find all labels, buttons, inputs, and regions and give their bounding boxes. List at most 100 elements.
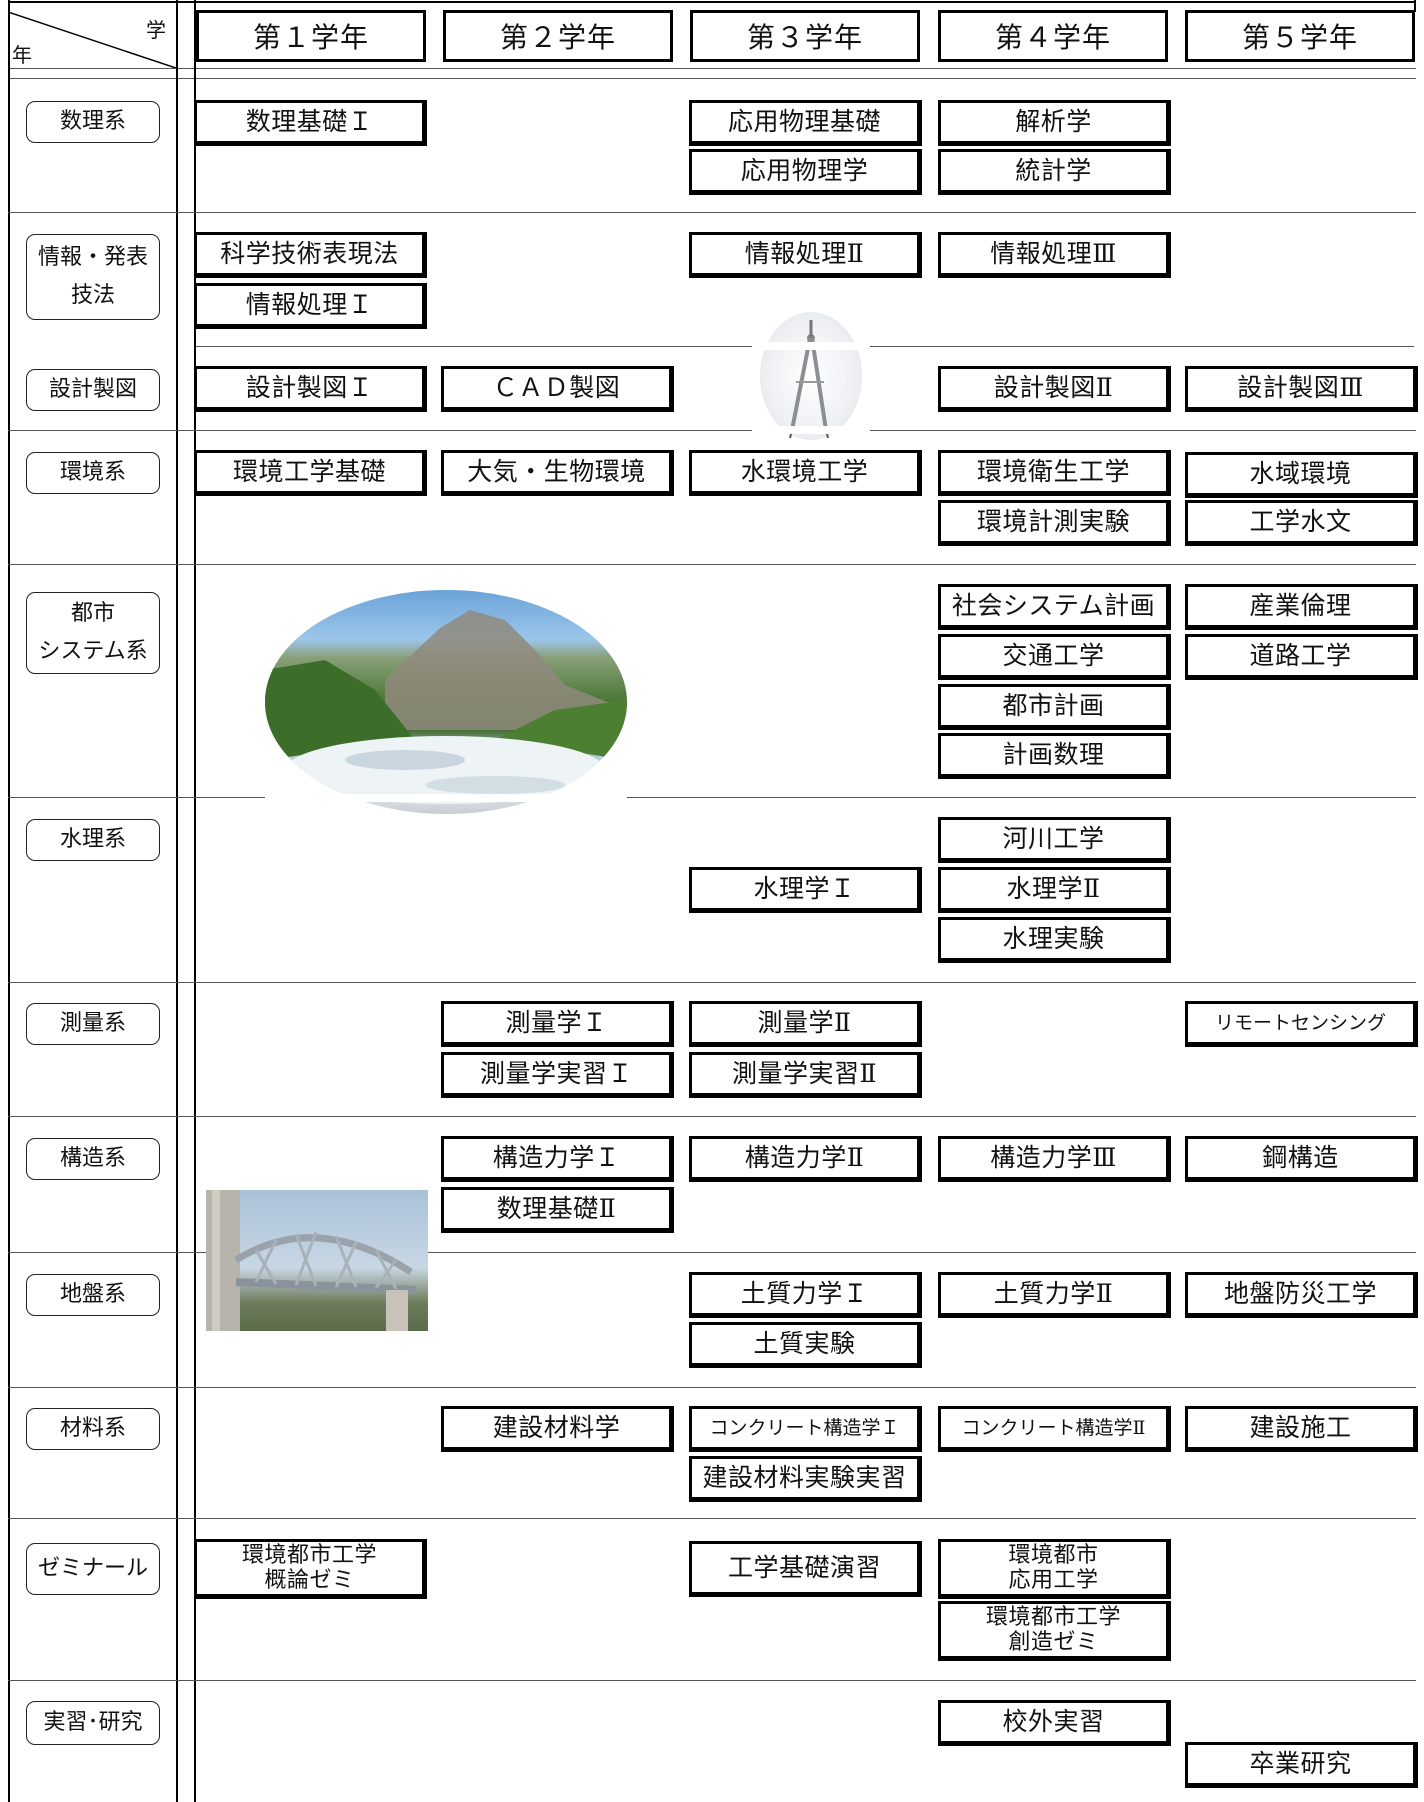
course-box: 構造力学Ⅱ — [689, 1136, 922, 1182]
category-struct: 構造系 — [26, 1138, 160, 1180]
course-box: 環境都市工学 創造ゼミ — [938, 1601, 1171, 1661]
row-separator — [8, 212, 1416, 213]
course-box: 環境工学基礎 — [194, 450, 427, 496]
category-urban: 都市 システム系 — [26, 592, 160, 674]
category-design: 設計製図 — [26, 369, 160, 411]
row-separator — [8, 1518, 1416, 1519]
compass-image — [760, 312, 862, 440]
column-divider — [194, 0, 196, 1802]
row-separator — [8, 1252, 1416, 1253]
course-box: 科学技術表現法 — [194, 232, 427, 278]
course-box: 土質力学Ⅱ — [938, 1272, 1171, 1318]
course-box: 統計学 — [938, 149, 1171, 195]
course-box: 河川工学 — [938, 817, 1171, 863]
course-box: 卒業研究 — [1185, 1742, 1418, 1788]
column-divider — [176, 0, 178, 1802]
course-box: 道路工学 — [1185, 634, 1418, 680]
corner-diagonal — [8, 12, 176, 68]
course-box: 数理基礎Ｉ — [194, 100, 427, 146]
year-header-2: 第２学年 — [443, 10, 673, 62]
course-box: 計画数理 — [938, 733, 1171, 779]
course-box: 水理実験 — [938, 917, 1171, 963]
course-box: 環境都市 応用工学 — [938, 1539, 1171, 1599]
course-box: 建設施工 — [1185, 1406, 1418, 1452]
course-box: 工学水文 — [1185, 500, 1418, 546]
left-border — [8, 0, 10, 1802]
year-header-3: 第３学年 — [690, 10, 920, 62]
course-box: 地盤防災工学 — [1185, 1272, 1418, 1318]
course-box: 社会システム計画 — [938, 584, 1171, 630]
top-border — [8, 1, 1416, 3]
course-box: リモートセンシング — [1185, 1001, 1418, 1047]
course-box: 水環境工学 — [689, 450, 922, 496]
course-box: 測量学実習Ｉ — [441, 1052, 674, 1098]
course-box: 建設材料学 — [441, 1406, 674, 1452]
category-survey: 測量系 — [26, 1003, 160, 1045]
corner-label-year: 年 — [12, 43, 32, 67]
year-header-5: 第５学年 — [1185, 10, 1415, 62]
year-header-4: 第４学年 — [938, 10, 1168, 62]
row-separator — [8, 1387, 1416, 1388]
course-box: 都市計画 — [938, 684, 1171, 730]
row-separator — [8, 797, 1416, 798]
course-box: 水理学Ｉ — [689, 867, 922, 913]
course-box: 水域環境 — [1185, 452, 1418, 498]
category-practice: 実習･研究 — [26, 1701, 160, 1745]
category-env: 環境系 — [26, 452, 160, 494]
category-sci: 数理系 — [26, 101, 160, 143]
course-box: 大気・生物環境 — [441, 450, 674, 496]
course-box: 情報処理Ｉ — [194, 283, 427, 329]
row-separator — [8, 1680, 1416, 1681]
course-box: 数理基礎Ⅱ — [441, 1187, 674, 1233]
corner-label-grade: 学 — [146, 18, 166, 42]
course-box: 設計製図Ⅲ — [1185, 366, 1418, 412]
cover-strip — [752, 342, 870, 350]
course-box: 構造力学Ｉ — [441, 1136, 674, 1182]
row-separator — [8, 430, 1416, 431]
corner-cell: 学 年 — [8, 12, 176, 68]
course-box: 校外実習 — [938, 1700, 1171, 1746]
category-material: 材料系 — [26, 1408, 160, 1450]
course-box: コンクリート構造学Ⅱ — [938, 1406, 1171, 1452]
course-box: 応用物理基礎 — [689, 100, 922, 146]
course-box: 測量学実習Ⅱ — [689, 1052, 922, 1098]
category-seminar: ゼミナール — [26, 1543, 160, 1595]
course-box: 情報処理Ⅱ — [689, 232, 922, 278]
course-box: 土質実験 — [689, 1322, 922, 1368]
course-box: 水理学Ⅱ — [938, 867, 1171, 913]
year-header-1: 第１学年 — [196, 10, 426, 62]
header-divider — [8, 68, 1416, 69]
course-box: 設計製図Ⅱ — [938, 366, 1171, 412]
course-box: 交通工学 — [938, 634, 1171, 680]
river-valley-image — [265, 590, 627, 814]
course-box: 環境衛生工学 — [938, 450, 1171, 496]
course-box: 建設材料実験実習 — [689, 1456, 922, 1502]
category-hydro: 水理系 — [26, 819, 160, 861]
course-box: 環境計測実験 — [938, 500, 1171, 546]
course-box: 測量学Ⅱ — [689, 1001, 922, 1047]
category-info: 情報・発表 技法 — [26, 234, 160, 320]
course-box: コンクリート構造学Ｉ — [689, 1406, 922, 1452]
course-box: 鋼構造 — [1185, 1136, 1418, 1182]
row-separator — [8, 1116, 1416, 1117]
right-border — [1414, 0, 1416, 12]
course-box: 土質力学Ｉ — [689, 1272, 922, 1318]
cover-strip — [265, 794, 627, 802]
course-box: ＣＡＤ製図 — [441, 366, 674, 412]
course-box: 解析学 — [938, 100, 1171, 146]
course-box: 応用物理学 — [689, 149, 922, 195]
course-box: 産業倫理 — [1185, 584, 1418, 630]
bridge-image — [206, 1190, 428, 1331]
course-box: 環境都市工学 概論ゼミ — [194, 1539, 427, 1599]
category-ground: 地盤系 — [26, 1274, 160, 1316]
row-separator — [8, 564, 1416, 565]
course-box: 構造力学Ⅲ — [938, 1136, 1171, 1182]
row-separator — [8, 982, 1416, 983]
course-box: 設計製図Ｉ — [194, 366, 427, 412]
header-divider — [8, 78, 1416, 79]
course-box: 測量学Ｉ — [441, 1001, 674, 1047]
cover-strip — [752, 426, 870, 434]
course-box: 情報処理Ⅲ — [938, 232, 1171, 278]
course-box: 工学基礎演習 — [689, 1541, 922, 1597]
